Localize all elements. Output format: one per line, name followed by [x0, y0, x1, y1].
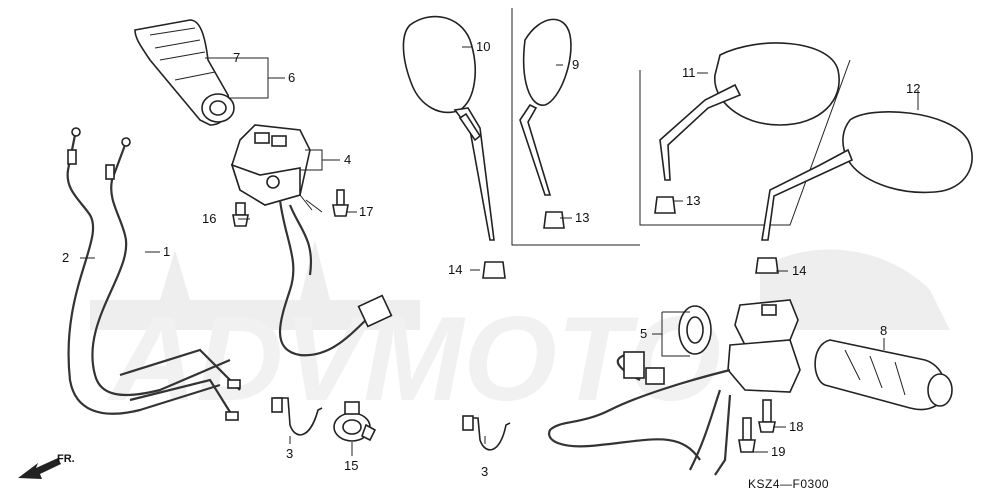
- callout-3-right: 3: [481, 464, 488, 479]
- left-switch-housing: [230, 124, 311, 206]
- leader-lines: [80, 46, 919, 456]
- right-switch-housing: [678, 299, 801, 393]
- nut-14-right: [755, 257, 779, 274]
- callout-10: 10: [476, 39, 490, 54]
- throttle-cable-1: [91, 137, 241, 421]
- mirror-11: [659, 42, 840, 181]
- callout-13-right: 13: [686, 193, 700, 208]
- diagram-code: KSZ4—F0300: [748, 477, 829, 491]
- callout-1: 1: [163, 244, 170, 259]
- wire-clamp-3-right: [462, 415, 511, 451]
- front-direction-indicator: FR.: [18, 453, 75, 479]
- screw-18: [758, 399, 776, 433]
- nut-13-left: [543, 211, 565, 229]
- mirror-12: [761, 111, 973, 241]
- mirror-10: [402, 15, 495, 241]
- group-bracket-9: [511, 8, 640, 246]
- fr-label: FR.: [57, 453, 75, 465]
- right-wire-harness: [548, 351, 732, 476]
- callout-2: 2: [62, 250, 69, 265]
- nut-13-right: [654, 196, 676, 214]
- callout-18: 18: [789, 419, 803, 434]
- callout-4: 4: [344, 152, 351, 167]
- callout-14-right: 14: [792, 263, 806, 278]
- callout-3-left: 3: [286, 446, 293, 461]
- group-bracket-11: [639, 59, 851, 226]
- left-wire-harness: [278, 194, 393, 357]
- callout-19: 19: [771, 444, 785, 459]
- callout-14-left: 14: [448, 262, 462, 277]
- watermark: ADVMOTO: [90, 240, 950, 426]
- callout-6: 6: [288, 70, 295, 85]
- callout-12: 12: [906, 81, 920, 96]
- wire-clamp-15: [333, 401, 377, 442]
- callout-7: 7: [233, 50, 240, 65]
- throttle-cable-2: [66, 127, 221, 415]
- screw-19: [738, 417, 756, 453]
- callout-8: 8: [880, 323, 887, 338]
- wire-clamp-3-left: [271, 397, 323, 436]
- callout-9: 9: [572, 57, 579, 72]
- mirror-9: [519, 18, 572, 196]
- screw-17: [332, 189, 349, 217]
- callout-15: 15: [344, 458, 358, 473]
- nut-14-left: [482, 261, 506, 279]
- callout-13-left: 13: [575, 210, 589, 225]
- callout-16: 16: [202, 211, 216, 226]
- left-grip: [134, 19, 235, 126]
- callout-5: 5: [640, 326, 647, 341]
- right-grip: [814, 339, 953, 411]
- callout-17: 17: [359, 204, 373, 219]
- screw-16: [232, 202, 249, 227]
- callout-11: 11: [682, 65, 696, 80]
